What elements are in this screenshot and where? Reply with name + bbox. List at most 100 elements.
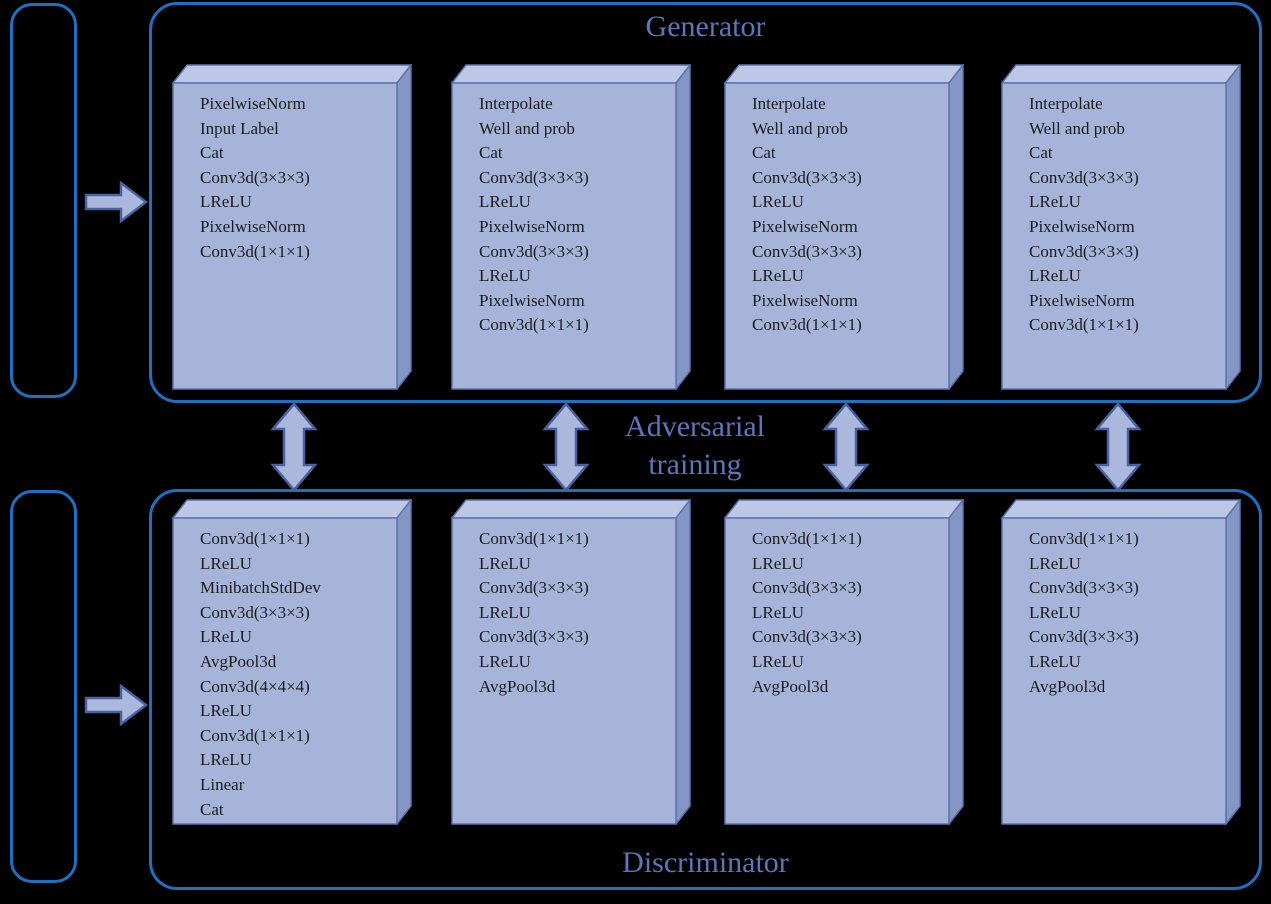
text-line: Adversarial (625, 410, 765, 443)
generator-input-box (10, 3, 77, 398)
cube-3d-icon (172, 64, 412, 390)
text-line: Conv3d(3×3×3) (200, 167, 310, 187)
text-line: Linear (200, 774, 245, 794)
text-line: Conv3d(3×3×3) (1029, 241, 1139, 261)
text-line: AvgPool3d (752, 676, 829, 696)
text-line: Conv3d(3×3×3) (479, 167, 589, 187)
cube-3d-icon (172, 499, 412, 825)
text-line: PixelwiseNorm (1029, 290, 1135, 310)
text-line: Conv3d(3×3×3) (479, 241, 589, 261)
text-line: Interpolate (752, 94, 826, 113)
text-line: Conv3d(4×4×4) (200, 676, 310, 696)
text-line: LReLU (752, 266, 804, 286)
up-down-arrow-icon (270, 402, 318, 492)
right-arrow-icon (84, 683, 148, 727)
text-line: PixelwiseNorm (479, 216, 585, 236)
cube-3d-icon (1001, 64, 1241, 390)
text-line: Conv3d(3×3×3) (752, 627, 862, 647)
text-line: Conv3d(1×1×1) (200, 725, 310, 745)
text-line: Conv3d(1×1×1) (200, 529, 310, 548)
text-line: Conv3d(3×3×3) (752, 578, 862, 598)
text-line: Interpolate (479, 94, 553, 113)
text-line: LReLU (479, 651, 531, 671)
text-line: PixelwiseNorm (200, 216, 306, 236)
discriminator-input-box (10, 490, 77, 883)
text-line: Cat (479, 143, 503, 163)
text-line: Cat (752, 143, 776, 163)
text-line: LReLU (479, 602, 531, 622)
text-line: LReLU (200, 627, 252, 647)
text-line: MinibatchStdDev (200, 578, 321, 598)
up-down-arrow-icon (1094, 402, 1142, 492)
text-line: LReLU (752, 651, 804, 671)
text-line: Conv3d(1×1×1) (752, 315, 862, 335)
text-line: PixelwiseNorm (479, 290, 585, 310)
text-line: LReLU (479, 553, 531, 573)
text-line: LReLU (1029, 553, 1081, 573)
text-line: Conv3d(3×3×3) (200, 602, 310, 622)
text-line: Conv3d(3×3×3) (1029, 578, 1139, 598)
text-line: Well and prob (479, 118, 575, 138)
text-line: LReLU (479, 192, 531, 212)
up-down-arrow-icon (542, 402, 590, 492)
text-line: LReLU (1029, 602, 1081, 622)
cube-3d-icon (1001, 499, 1241, 825)
cube-3d-icon (724, 64, 964, 390)
text-line: PixelwiseNorm (200, 94, 306, 113)
text-line: AvgPool3d (200, 651, 277, 671)
text-line: LReLU (200, 553, 252, 573)
text-line: LReLU (200, 192, 252, 212)
text-line: LReLU (200, 701, 252, 721)
text-line: LReLU (752, 192, 804, 212)
text-line: Cat (1029, 143, 1053, 163)
text-line: Cat (200, 799, 224, 819)
text-line: Well and prob (1029, 118, 1125, 138)
text-line: Conv3d(3×3×3) (1029, 167, 1139, 187)
text-line: AvgPool3d (1029, 676, 1106, 696)
adversarial-training-label: Adversarial training (545, 408, 845, 484)
layer-list: Conv3d(1×1×1) LReLU Conv3d(3×3×3) LReLU Conv… (752, 527, 952, 699)
up-down-arrow-icon (822, 402, 870, 492)
text-line: PixelwiseNorm (752, 216, 858, 236)
generator-title: Generator (645, 10, 766, 43)
text-line: Conv3d(1×1×1) (200, 241, 310, 261)
cube-3d-icon (451, 64, 691, 390)
text-line: LReLU (479, 266, 531, 286)
text-line: Conv3d(3×3×3) (479, 578, 589, 598)
text-line: training (648, 448, 742, 481)
text-line: LReLU (752, 553, 804, 573)
text-line: LReLU (200, 750, 252, 770)
discriminator-title: Discriminator (622, 846, 789, 879)
text-line: Conv3d(3×3×3) (752, 241, 862, 261)
text-line: Conv3d(3×3×3) (752, 167, 862, 187)
text-line: LReLU (1029, 651, 1081, 671)
text-line: Cat (200, 143, 224, 163)
discriminator-container (149, 489, 1262, 890)
text-line: Conv3d(1×1×1) (479, 315, 589, 335)
cube-3d-icon (451, 499, 691, 825)
text-line: LReLU (1029, 266, 1081, 286)
text-line: AvgPool3d (479, 676, 556, 696)
text-line: Input Label (200, 118, 279, 138)
text-line: Conv3d(1×1×1) (1029, 529, 1139, 548)
text-line: Conv3d(3×3×3) (1029, 627, 1139, 647)
text-line: Conv3d(1×1×1) (752, 529, 862, 548)
layer-list: Conv3d(1×1×1) LReLU Conv3d(3×3×3) LReLU Conv… (1029, 527, 1229, 699)
right-arrow-icon (84, 180, 148, 224)
text-line: LReLU (752, 602, 804, 622)
text-line: LReLU (1029, 192, 1081, 212)
discriminator-block-4: Conv3d(1×1×1) LReLU Conv3d(3×3×3) LReLU Conv… (1001, 499, 1241, 825)
